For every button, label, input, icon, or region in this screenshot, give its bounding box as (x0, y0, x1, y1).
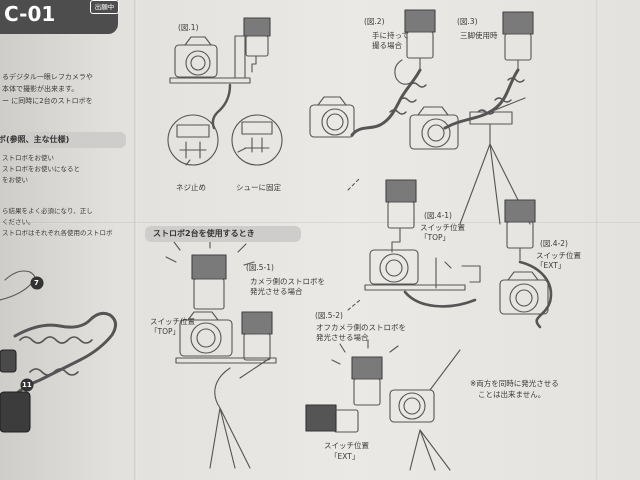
callout-11: 11 (22, 381, 32, 389)
left-bottom-line: ら結果をよく必須になり、正し (2, 207, 93, 215)
intro-line: ー に同時に2台のストロボを (2, 97, 93, 105)
left-section-line: をお使い (2, 176, 28, 184)
fig5-2-switch: スイッチ位置 (324, 441, 369, 450)
coiled-cable-illustration (0, 270, 117, 433)
fold-crease-horizontal (0, 222, 640, 224)
left-section-heading: ボ(参照、主な仕様) (0, 132, 126, 148)
screw-label: ネジ止め (176, 183, 206, 192)
fig5-1-switch: スイッチ位置 (150, 317, 195, 326)
callout-11-marker (20, 378, 34, 392)
note-line: ※両方を同時に発光させる (470, 379, 559, 388)
fig1-detail-screw (167, 114, 219, 166)
fig4-2-switch: 「EXT」 (536, 261, 566, 270)
fig4-1-illustration (364, 179, 481, 308)
fig5-2-illustration (305, 339, 461, 471)
fig4-2-illustration (499, 199, 553, 329)
fold-crease-vertical-right (596, 0, 599, 480)
fig3-label: (図.3) (457, 17, 478, 26)
fig5-1-caption: カメラ側のストロボを (250, 277, 325, 286)
intro-line: 本体で撮影が出来ます。 (2, 85, 79, 93)
fig2-label: (図.2) (364, 17, 385, 26)
left-section-line: ストロボをお使い (2, 154, 54, 162)
fig2-handheld-illustration (309, 9, 436, 138)
callout-7: 7 (34, 279, 39, 287)
left-section-line: ストロボをお使いになると (2, 165, 80, 173)
fig5-1-label: (図.5-1) (246, 263, 274, 272)
fig3-tripod-illustration (409, 11, 534, 225)
fold-crease-vertical (134, 0, 137, 480)
fig5-1-switch: 「TOP」 (150, 327, 181, 336)
left-bottom-line: ストロボはそれぞれ各使用のストロボ (2, 229, 113, 237)
fig5-2-caption: 発光させる場合 (316, 333, 369, 342)
fig5-1-caption: 発光させる場合 (250, 287, 303, 296)
fig2-caption: 撮る場合 (372, 41, 402, 50)
fig3-caption: 三脚使用時 (460, 31, 498, 40)
fig2-caption: 手に持って (372, 31, 410, 40)
patent-pending-badge: 出願中 (90, 0, 119, 14)
fig1-camera-bracket-flash (169, 17, 271, 130)
fig1-detail-shoe (231, 114, 283, 166)
fig1-label: (図.1) (178, 23, 199, 32)
section2-heading: ストロボ2台を使用するとき (145, 226, 301, 242)
fig5-1-illustration (165, 239, 277, 469)
left-bottom-line: ください。 (2, 218, 35, 226)
intro-line: るデジタル一眼レフカメラや (2, 73, 93, 81)
note-line: ことは出来ません。 (478, 390, 546, 399)
title-banner: C-01 出願中 (0, 0, 119, 34)
fig5-2-caption: オフカメラ側のストロボを (316, 323, 406, 332)
fig5-2-switch: 「EXT」 (330, 452, 360, 461)
fig5-2-label: (図.5-2) (315, 311, 343, 320)
product-title: C-01 (4, 2, 56, 26)
fig4-1-label: (図.4-1) (424, 211, 452, 220)
fig4-1-switch: スイッチ位置 (420, 223, 465, 232)
fig4-2-switch: スイッチ位置 (536, 251, 581, 260)
fig4-2-label: (図.4-2) (540, 239, 568, 248)
callout-7-marker (30, 276, 44, 290)
fig4-1-switch: 「TOP」 (420, 233, 451, 242)
shoe-label: シューに固定 (236, 183, 281, 192)
